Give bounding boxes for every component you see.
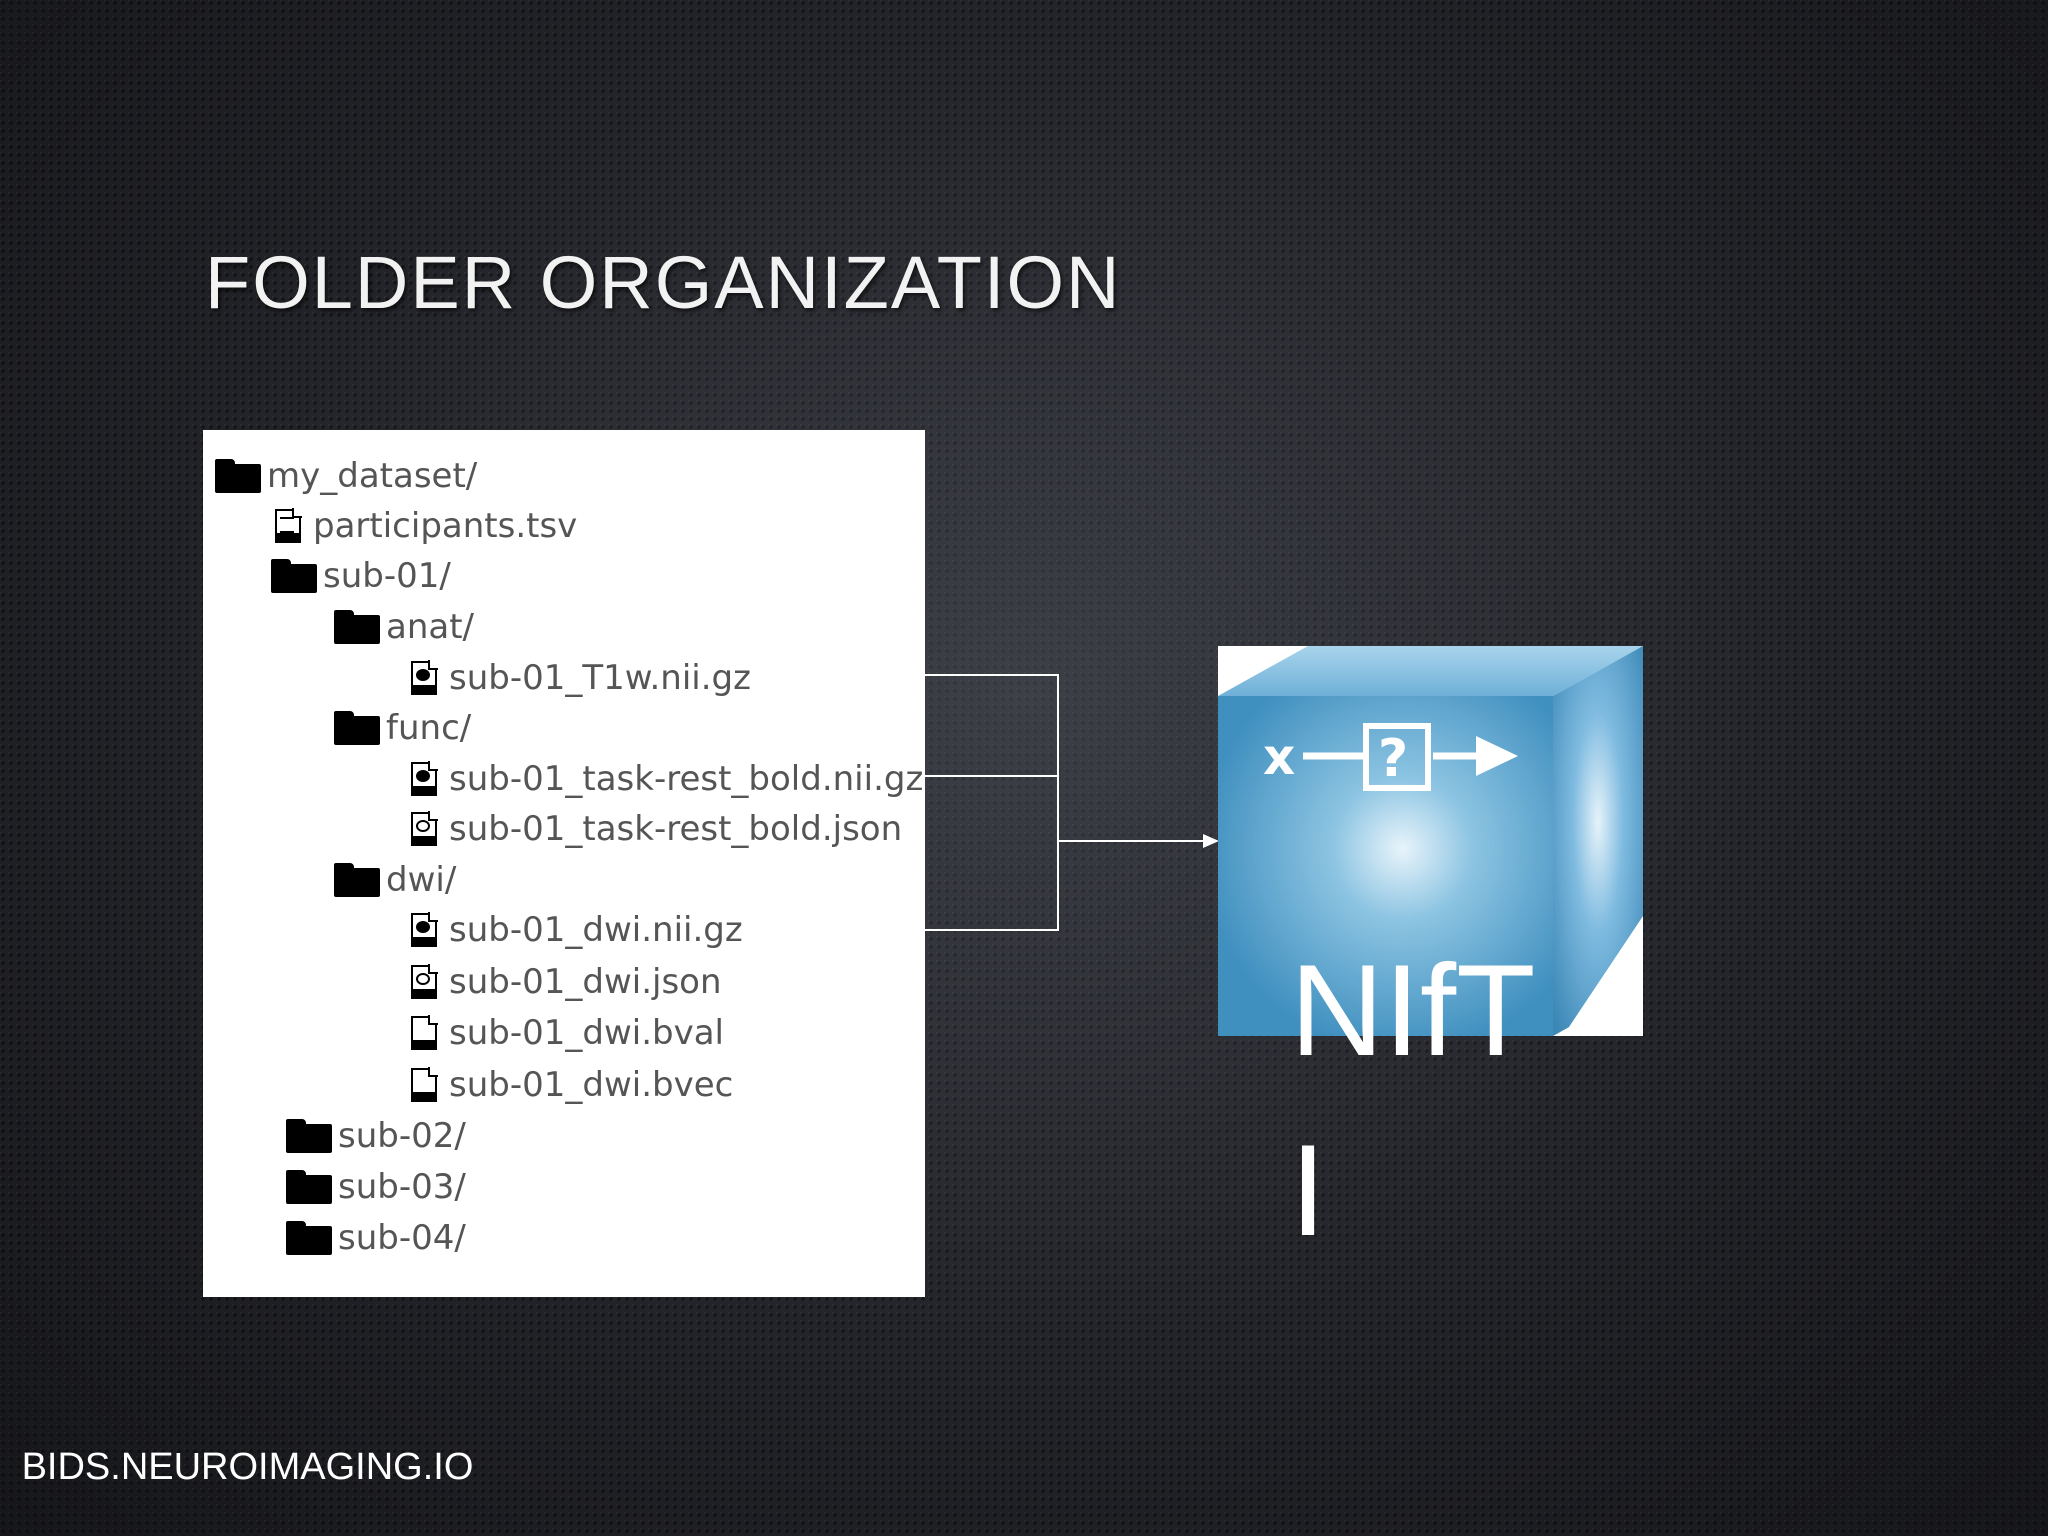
tree-item-dwi[interactable]: dwi/: [334, 858, 456, 902]
nifti-cube: x ?: [1218, 646, 1643, 1036]
tree-item-dwi-json[interactable]: sub-01_dwi.json: [411, 960, 722, 1004]
tree-item-dwi-nii[interactable]: sub-01_dwi.nii.gz: [411, 908, 743, 952]
svg-text:?: ?: [1378, 729, 1408, 789]
tree-item-dwi-bval[interactable]: sub-01_dwi.bval: [411, 1011, 724, 1055]
folder-icon: [334, 863, 380, 897]
tree-item-label: sub-01_task-rest_bold.nii.gz: [449, 759, 924, 799]
tree-item-label: sub-01_dwi.bval: [449, 1013, 725, 1053]
tree-item-label: sub-01/: [323, 556, 451, 596]
function-box-icon: x ?: [1263, 723, 1518, 791]
tree-item-label: sub-03/: [338, 1167, 466, 1207]
blank-file-icon: [411, 1015, 438, 1050]
tree-item-label: sub-01_task-rest_bold.json: [449, 809, 903, 849]
tree-item-bold-nii[interactable]: sub-01_task-rest_bold.nii.gz: [411, 757, 923, 801]
arrow-head: [1203, 834, 1219, 848]
tree-item-func[interactable]: func/: [334, 706, 471, 750]
tree-item-label: sub-01_dwi.bvec: [449, 1065, 734, 1105]
tree-item-participants-tsv[interactable]: participants.tsv: [275, 504, 577, 548]
folder-icon: [271, 559, 317, 593]
tree-item-label: sub-02/: [338, 1116, 466, 1156]
blank-file-icon: [411, 1067, 438, 1102]
tree-item-sub-04[interactable]: sub-04/: [286, 1216, 466, 1260]
tree-item-sub-02[interactable]: sub-02/: [286, 1114, 466, 1158]
nifti-file-icon: [411, 660, 438, 695]
tree-item-label: participants.tsv: [313, 506, 578, 546]
json-file-icon: [411, 811, 438, 846]
tree-item-anat[interactable]: anat/: [334, 605, 474, 649]
tree-item-sub-03[interactable]: sub-03/: [286, 1165, 466, 1209]
folder-icon: [286, 1221, 332, 1255]
tree-item-label: func/: [386, 708, 472, 748]
tree-item-dwi-bvec[interactable]: sub-01_dwi.bvec: [411, 1063, 733, 1107]
svg-text:x: x: [1263, 728, 1295, 786]
json-file-icon: [411, 964, 438, 999]
folder-icon: [286, 1170, 332, 1204]
nifti-label: NIfTI: [1290, 937, 1536, 1263]
tree-item-sub-01[interactable]: sub-01/: [271, 554, 451, 598]
folder-icon: [286, 1119, 332, 1153]
footer-url[interactable]: BIDS.NEUROIMAGING.IO: [21, 1446, 474, 1488]
folder-tree-panel: my_dataset/ participants.tsv sub-01/ ana…: [203, 430, 925, 1297]
nifti-file-icon: [411, 761, 438, 796]
folder-icon: [334, 610, 380, 644]
slide-title: FOLDER ORGANIZATION: [205, 241, 1122, 324]
folder-icon: [334, 711, 380, 745]
tree-item-label: dwi/: [386, 860, 457, 900]
tree-item-label: my_dataset/: [267, 456, 478, 496]
tree-item-t1w[interactable]: sub-01_T1w.nii.gz: [411, 656, 751, 700]
tree-item-label: anat/: [386, 607, 475, 647]
tree-item-bold-json[interactable]: sub-01_task-rest_bold.json: [411, 807, 902, 851]
tree-item-label: sub-01_dwi.nii.gz: [449, 910, 743, 950]
folder-icon: [215, 459, 261, 493]
tree-item-label: sub-04/: [338, 1218, 466, 1258]
tree-item-label: sub-01_T1w.nii.gz: [449, 658, 751, 698]
tree-item-my-dataset[interactable]: my_dataset/: [215, 454, 477, 498]
nifti-file-icon: [411, 912, 438, 947]
tsv-file-icon: [275, 508, 302, 543]
connector-t1w: [925, 674, 1059, 931]
tree-item-label: sub-01_dwi.json: [449, 962, 722, 1002]
